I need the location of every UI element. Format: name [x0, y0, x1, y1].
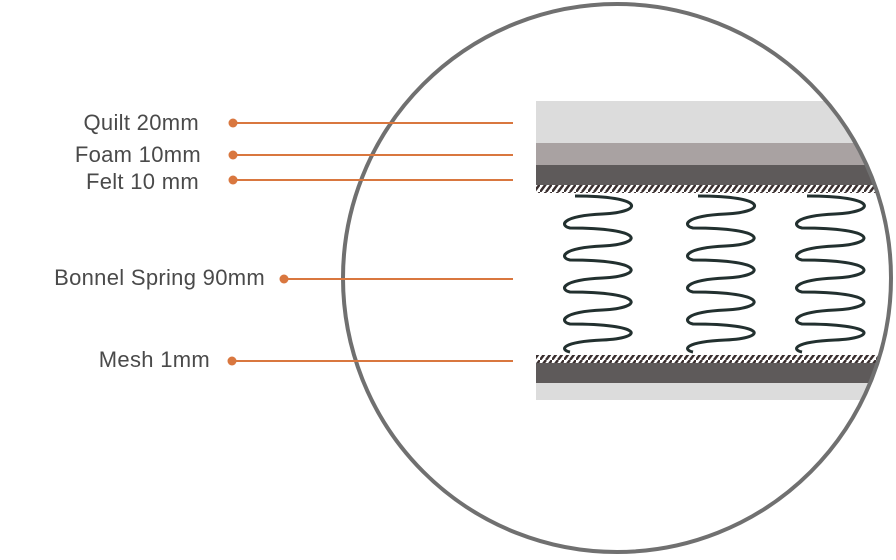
mattress-cross-section — [536, 101, 891, 400]
quilt-bottom-layer — [536, 383, 891, 400]
springs — [563, 194, 866, 354]
leader-dot — [228, 118, 238, 128]
leader-dot — [227, 356, 237, 366]
foam-layer — [536, 143, 891, 165]
mesh-bottom — [536, 355, 891, 363]
label-foam: Foam 10mm — [74, 142, 201, 167]
spring-coil — [563, 194, 634, 354]
spring-coil — [686, 194, 757, 354]
spring-coil — [795, 194, 866, 354]
felt-bottom-layer — [536, 363, 891, 383]
label-quilt: Quilt 20mm — [83, 110, 199, 135]
felt-layer — [536, 165, 891, 185]
leader-dot — [228, 150, 238, 160]
leader-dot — [279, 274, 289, 284]
leader-dot — [228, 175, 238, 185]
label-felt: Felt 10 mm — [85, 169, 199, 194]
label-mesh: Mesh 1mm — [98, 347, 210, 372]
mesh-top — [536, 185, 891, 193]
label-bonnel-spring: Bonnel Spring 90mm — [54, 265, 265, 290]
